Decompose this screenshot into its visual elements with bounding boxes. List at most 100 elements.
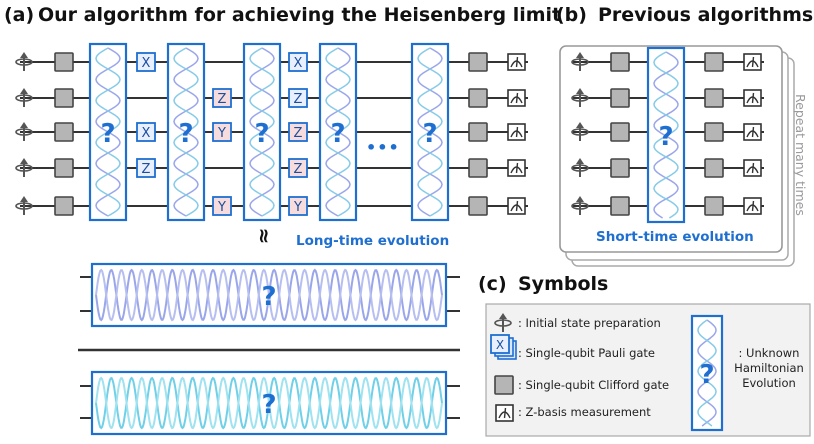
- legend-clifford-gate: : Single-qubit Clifford gate: [518, 378, 670, 392]
- unknown-symbol: ?: [261, 390, 276, 420]
- measurement-icon: [743, 159, 762, 177]
- pauli-gate-letter: Y: [293, 200, 302, 215]
- pauli-gate: Y: [212, 122, 232, 142]
- legend-initial-state: : Initial state preparation: [518, 316, 661, 330]
- unknown-symbol: ?: [330, 119, 345, 149]
- unknown-symbol: ?: [658, 122, 673, 152]
- short-time-evolution-label: Short-time evolution: [596, 229, 754, 245]
- panel-b-title: Previous algorithms: [598, 4, 814, 26]
- pauli-gate: X: [136, 52, 156, 72]
- measurement-icon: [507, 89, 526, 107]
- legend-pauli-gate: : Single-qubit Pauli gate: [518, 346, 656, 360]
- clifford-gate: [468, 158, 488, 178]
- hamiltonian-box: ?: [318, 42, 358, 222]
- clifford-gate: [704, 158, 724, 178]
- clifford-gate: [610, 196, 630, 216]
- pauli-gate: Y: [212, 196, 232, 216]
- clifford-gate: [610, 158, 630, 178]
- symbols-legend-box: [485, 303, 811, 437]
- pauli-gate: Z: [212, 88, 232, 108]
- clifford-gate: [54, 52, 74, 72]
- long-time-evolution-box: ?: [90, 262, 448, 328]
- measurement-icon: [495, 404, 514, 422]
- clifford-gate: [704, 88, 724, 108]
- pauli-gate: Z: [288, 122, 308, 142]
- initial-state-icon: [15, 122, 33, 141]
- legend-measurement: : Z-basis measurement: [518, 405, 651, 419]
- repeat-many-times-label: Repeat many times: [793, 94, 808, 216]
- ellipsis: •••: [366, 138, 400, 157]
- clifford-gate: [610, 122, 630, 142]
- approx-equal-symbol: ≈: [252, 227, 277, 245]
- legend-hamiltonian: : Unknown Hamiltonian Evolution: [734, 346, 804, 390]
- pauli-gate-letter: Z: [142, 162, 151, 177]
- clifford-gate: [468, 52, 488, 72]
- clifford-gate: [54, 196, 74, 216]
- hamiltonian-box: ?: [646, 46, 686, 224]
- initial-state-icon: [571, 122, 589, 141]
- pauli-gate-letter: Z: [218, 92, 227, 107]
- unknown-symbol: ?: [699, 360, 714, 390]
- unknown-symbol: ?: [100, 119, 115, 149]
- pauli-gate: X: [288, 52, 308, 72]
- shapes-layer: ????? X X Z Z Y Y X Z Z Z Y??? X?: [15, 42, 811, 437]
- measurement-icon: [507, 53, 526, 71]
- pauli-gate: Z: [288, 88, 308, 108]
- initial-state-icon: [571, 88, 589, 107]
- panel-c-label: (c): [478, 273, 507, 295]
- clifford-gate: [54, 122, 74, 142]
- clifford-gate: [468, 88, 488, 108]
- long-time-evolution-label: Long-time evolution: [296, 233, 450, 249]
- hamiltonian-box: ?: [88, 42, 128, 222]
- pauli-gate: Z: [136, 158, 156, 178]
- clifford-gate: [610, 52, 630, 72]
- initial-state-icon: [15, 196, 33, 215]
- unknown-symbol: ?: [422, 119, 437, 149]
- clifford-gate: [54, 88, 74, 108]
- clifford-gate: [468, 196, 488, 216]
- measurement-icon: [743, 123, 762, 141]
- clifford-gate: [610, 88, 630, 108]
- panel-b-label: (b): [556, 4, 587, 26]
- pauli-gate-letter: X: [142, 126, 151, 141]
- pauli-gate-letter: Z: [294, 126, 303, 141]
- initial-state-icon: [571, 158, 589, 177]
- hamiltonian-box: ?: [166, 42, 206, 222]
- measurement-icon: [743, 197, 762, 215]
- pauli-gate: Z: [288, 158, 308, 178]
- panel-a-label: (a): [4, 4, 35, 26]
- pauli-gate: Y: [288, 196, 308, 216]
- clifford-gate: [704, 196, 724, 216]
- measurement-icon: [507, 123, 526, 141]
- unknown-symbol: ?: [254, 119, 269, 149]
- measurement-icon: [743, 53, 762, 71]
- initial-state-icon: [15, 158, 33, 177]
- hamiltonian-box: ?: [410, 42, 450, 222]
- hamiltonian-box: ?: [242, 42, 282, 222]
- pauli-gate: X: [136, 122, 156, 142]
- unknown-symbol: ?: [178, 119, 193, 149]
- panel-c-title: Symbols: [518, 273, 609, 295]
- clifford-gate: [468, 122, 488, 142]
- long-time-evolution-box: ?: [90, 370, 448, 436]
- pauli-gate-letter: Y: [217, 126, 226, 141]
- pauli-gate-letter: Z: [294, 92, 303, 107]
- initial-state-icon: [15, 52, 33, 71]
- unknown-symbol: ?: [261, 282, 276, 312]
- measurement-icon: [507, 159, 526, 177]
- hamiltonian-box: ?: [690, 314, 724, 432]
- measurement-icon: [743, 89, 762, 107]
- pauli-gate-letter: Y: [217, 200, 226, 215]
- clifford-gate: [54, 158, 74, 178]
- initial-state-icon: [571, 196, 589, 215]
- pauli-gate-letter: X: [142, 56, 151, 71]
- panel-a-title: Our algorithm for achieving the Heisenbe…: [38, 4, 562, 26]
- pauli-gate-letter: X: [496, 338, 504, 352]
- pauli-gate-icon: X: [490, 334, 517, 360]
- initial-state-icon: [15, 88, 33, 107]
- clifford-gate: [704, 52, 724, 72]
- initial-state-icon: [571, 52, 589, 71]
- clifford-gate: [704, 122, 724, 142]
